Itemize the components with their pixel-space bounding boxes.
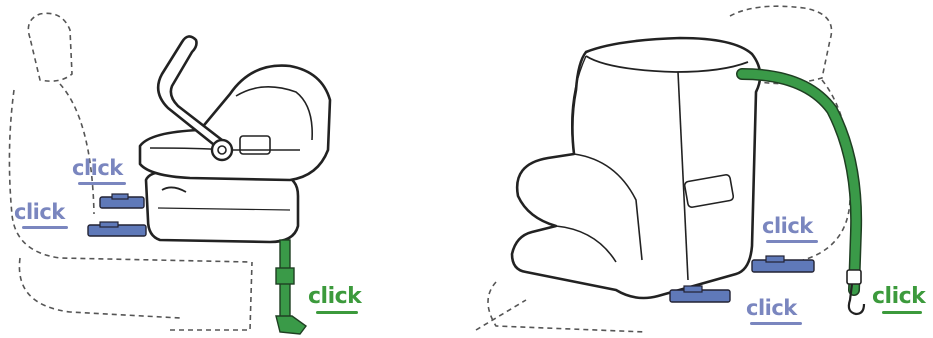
isofix-connector-upper [752, 256, 814, 272]
click-label-upper-text: click [762, 216, 818, 237]
click-label-upper-text: click [72, 158, 126, 179]
click-label-lower-text: click [746, 298, 802, 319]
click-label-tether: click [872, 286, 925, 314]
click-label-upper: click [72, 158, 126, 185]
click-label-tether-underline [882, 311, 922, 314]
support-leg [276, 240, 306, 334]
click-label-lower: click [746, 298, 802, 325]
infant-carrier-panel: click click click [0, 0, 466, 338]
click-label-lower: click [14, 202, 68, 229]
click-label-support-leg-text: click [308, 286, 361, 308]
isofix-connector-lower [88, 222, 146, 236]
click-label-upper-underline [78, 182, 126, 185]
top-tether-strap [742, 74, 864, 314]
click-label-upper: click [762, 216, 818, 243]
click-label-lower-text: click [14, 202, 68, 223]
child-seat-illustration [466, 0, 933, 338]
click-label-tether-text: click [872, 286, 925, 308]
child-seat-shell [512, 38, 760, 298]
click-label-support-leg-underline [316, 311, 358, 314]
isofix-base [146, 172, 298, 242]
click-label-upper-underline [766, 240, 818, 243]
infant-carrier-illustration [0, 0, 466, 338]
child-seat-panel: click click click [466, 0, 933, 338]
click-label-lower-underline [22, 226, 68, 229]
click-label-support-leg: click [308, 286, 361, 314]
isofix-connector-upper [100, 194, 144, 208]
click-label-lower-underline [750, 322, 802, 325]
